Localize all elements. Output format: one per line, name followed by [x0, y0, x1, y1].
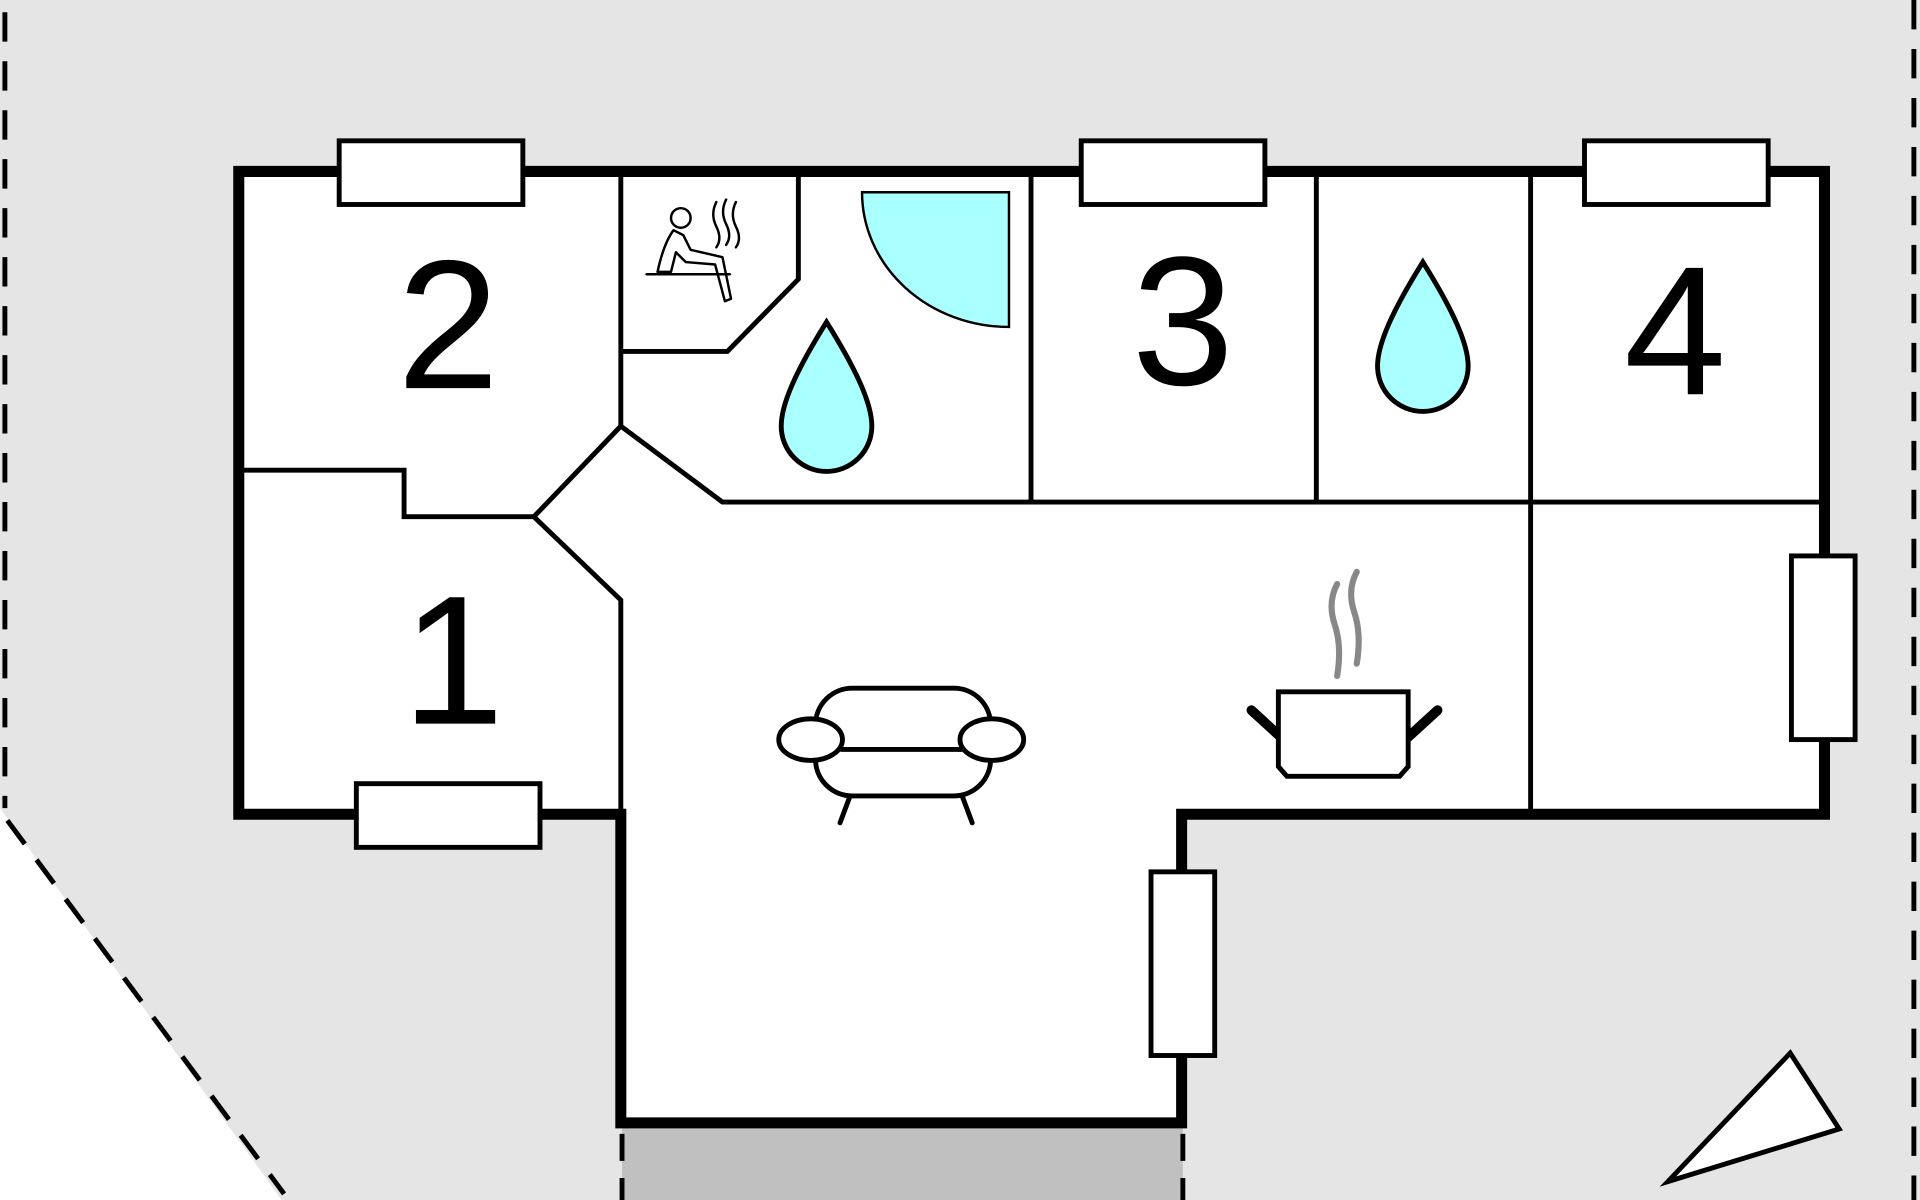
- boundary-diagonal: [5, 818, 287, 1196]
- sauna-steam-2: [721, 198, 731, 247]
- pot-steam-2: [1348, 568, 1362, 667]
- sauna-steam-1: [712, 200, 721, 249]
- interior-walls: [238, 171, 1825, 815]
- sauna-steam-3: [731, 200, 741, 249]
- wall-hall-diag-upper: [532, 424, 623, 519]
- pot-handle-right: [1403, 705, 1443, 743]
- shower-quarter-circle-icon: [860, 191, 1011, 329]
- water-drop-icon: [778, 317, 875, 474]
- terrace-edges: [619, 1133, 1186, 1200]
- sofa-leg-left: [837, 791, 854, 826]
- cooking-pot-icon: [1246, 568, 1443, 779]
- water-drop-icon: [1375, 257, 1471, 414]
- wall-sauna: [620, 171, 801, 354]
- room-number-3: 3: [1132, 218, 1234, 423]
- window-room1: [353, 781, 543, 850]
- terrace: [622, 1126, 1183, 1200]
- room-number-1: 1: [402, 558, 504, 763]
- sofa-arm-right: [957, 716, 1027, 763]
- window-room3: [1078, 138, 1268, 207]
- sofa-leg-right: [958, 791, 975, 826]
- room-number-2: 2: [397, 222, 499, 427]
- window-room4: [1582, 138, 1771, 207]
- windows: [336, 138, 1858, 1058]
- pot-steam-1: [1328, 581, 1343, 679]
- wall-room2-room1: [238, 467, 534, 520]
- north-arrow-icon: [1659, 1049, 1843, 1187]
- window-room2: [336, 138, 526, 207]
- sauna-icon: [645, 198, 741, 303]
- window-living: [1148, 869, 1218, 1058]
- sofa-icon: [776, 685, 1027, 826]
- sauna-person-head: [669, 206, 692, 229]
- room-number-4: 4: [1624, 228, 1726, 433]
- wall-room1-right: [532, 514, 624, 815]
- window-kitchen: [1788, 553, 1858, 743]
- sofa-arm-left: [776, 716, 845, 763]
- wall-bathroom-bottom: [619, 424, 1825, 505]
- sauna-person-body: [656, 228, 733, 303]
- pot-body: [1275, 689, 1411, 779]
